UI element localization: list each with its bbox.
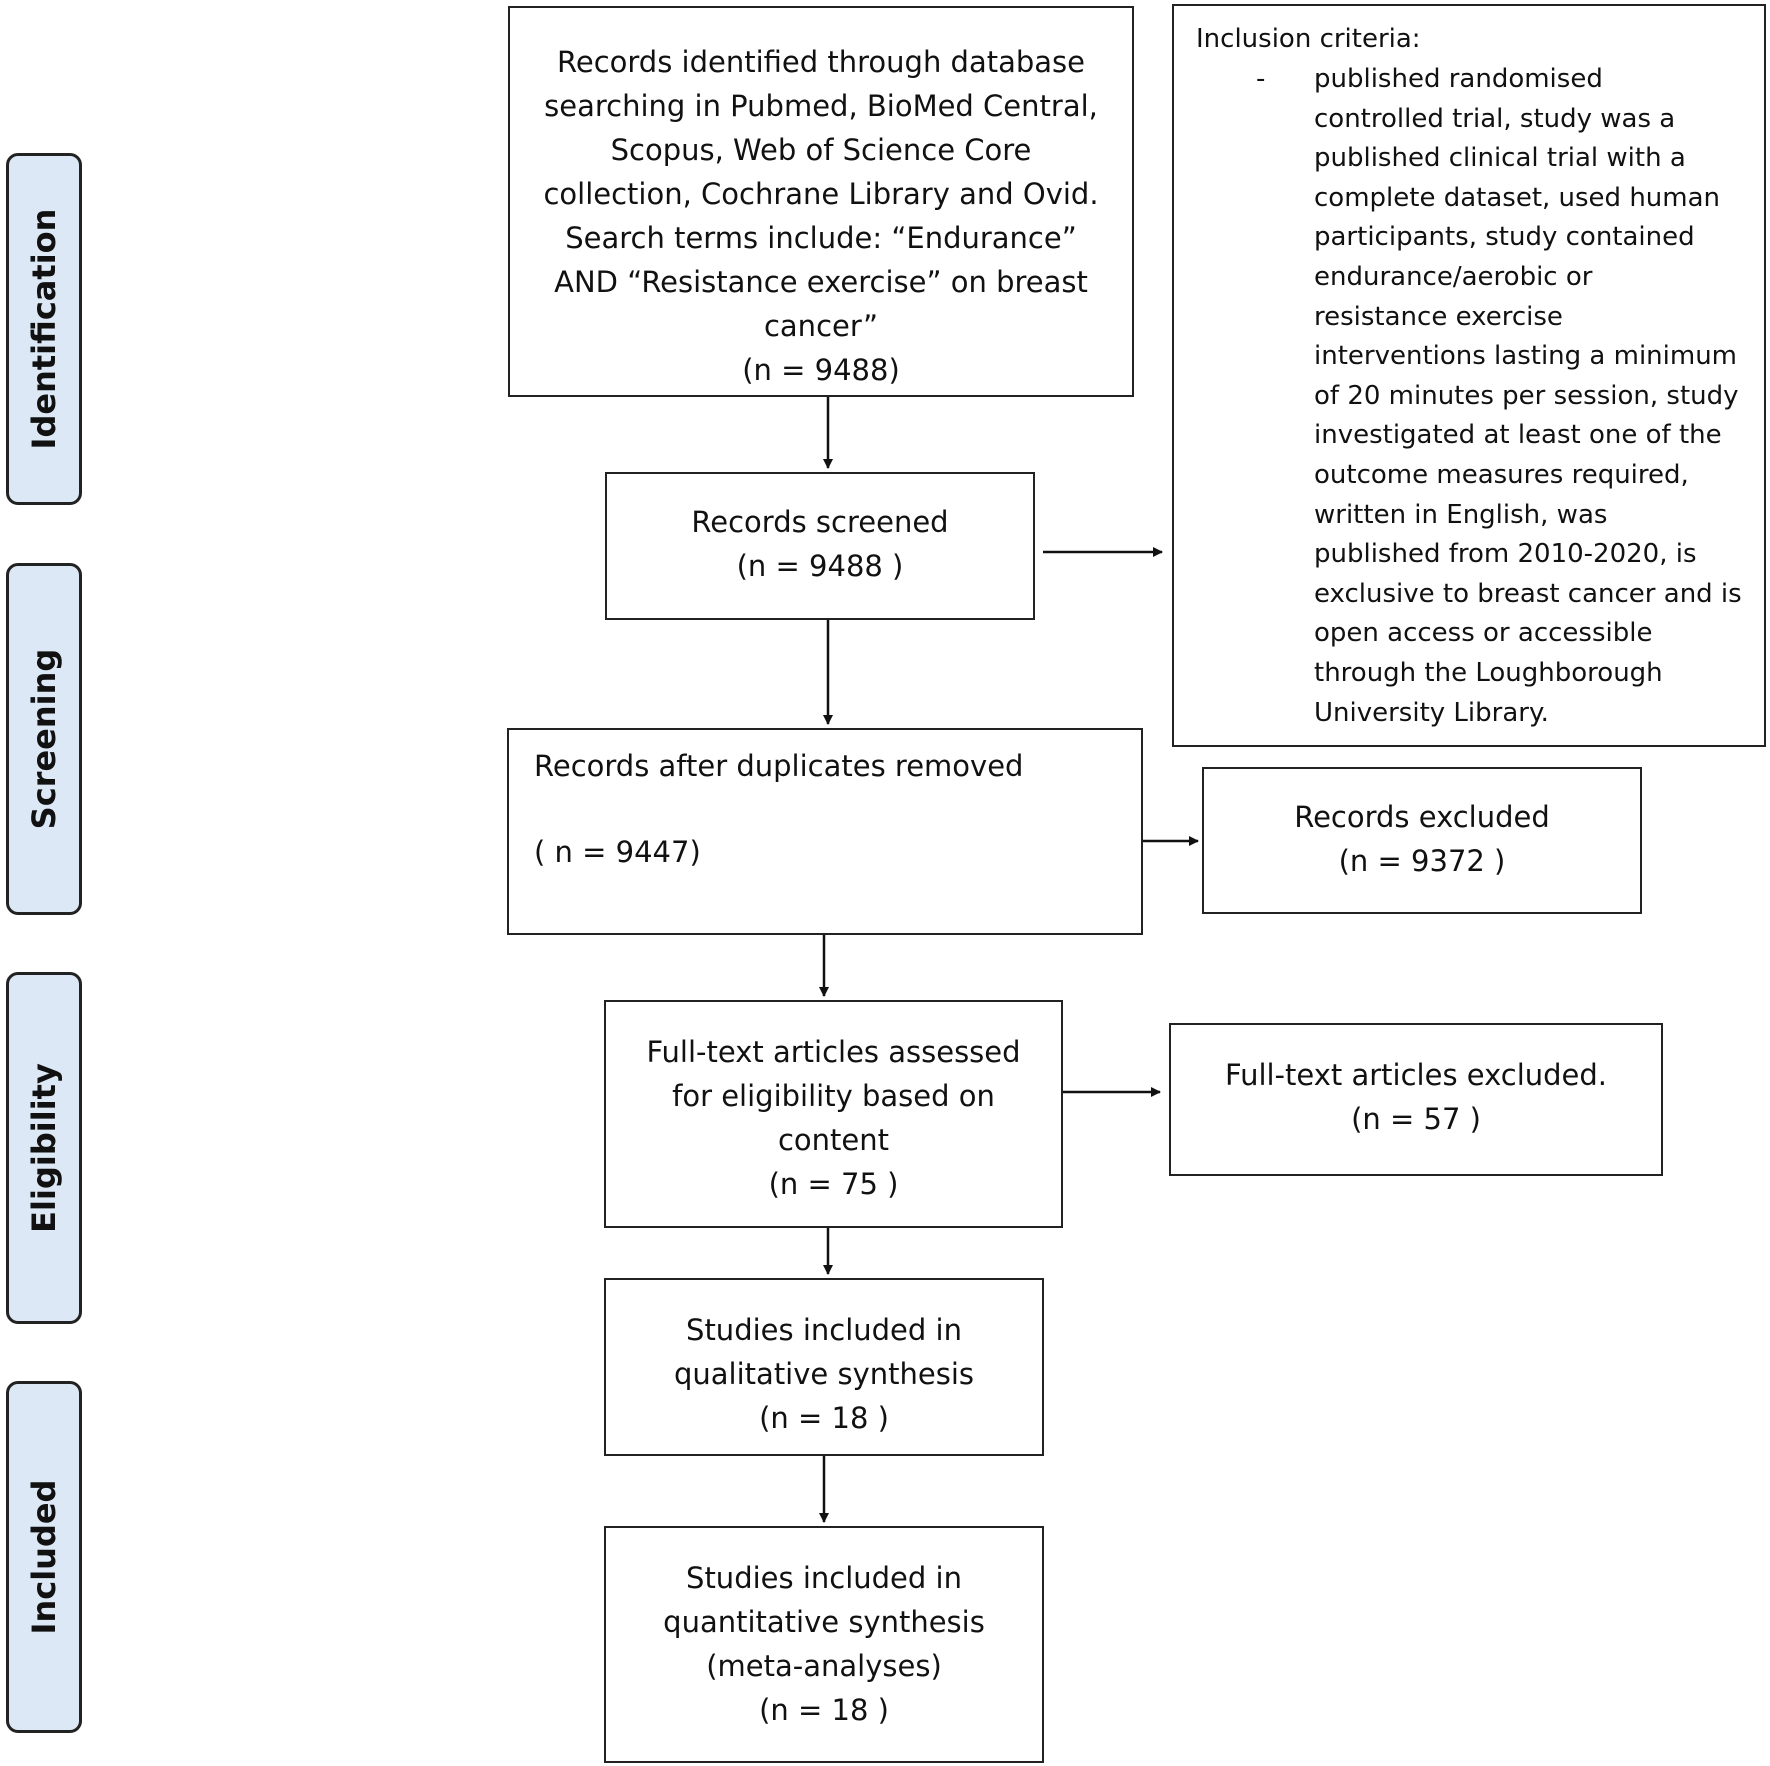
box-line: AND “Resistance exercise” on breast	[554, 265, 1088, 299]
box-line: Records excluded	[1294, 800, 1550, 834]
box-line: content	[777, 1123, 890, 1157]
criteria-line: open access or accessible	[1314, 618, 1653, 649]
box-count: (n = 75 )	[768, 1167, 899, 1201]
stage-included: Included	[6, 1381, 82, 1733]
box-count: (n = 9488 )	[736, 549, 904, 583]
box-count: ( n = 9447)	[534, 835, 701, 869]
criteria-line: endurance/aerobic or	[1314, 261, 1593, 292]
criteria-line: written in English, was	[1314, 499, 1608, 530]
criteria-line: published clinical trial with a	[1314, 143, 1686, 174]
criteria-line: resistance exercise	[1314, 301, 1563, 332]
qualitative-synthesis-box: Studies included in qualitative synthesi…	[604, 1278, 1044, 1456]
box-line: qualitative synthesis	[674, 1357, 974, 1391]
box-line: Search terms include: “Endurance”	[565, 221, 1077, 255]
duplicates-removed-box: Records after duplicates removed ( n = 9…	[507, 728, 1143, 935]
box-line: Records identified through database	[557, 45, 1085, 79]
fulltext-assessed-box: Full-text articles assessed for eligibil…	[604, 1000, 1063, 1228]
box-line: searching in Pubmed, BioMed Central,	[544, 89, 1098, 123]
criteria-line: complete dataset, used human	[1314, 182, 1721, 213]
box-line: Full-text articles assessed	[646, 1035, 1021, 1069]
box-count: (n = 18 )	[759, 1693, 889, 1727]
box-line: Records after duplicates removed	[534, 749, 1024, 783]
records-identified-box: Records identified through database sear…	[508, 6, 1134, 397]
box-count: (n = 57 )	[1351, 1102, 1481, 1136]
bullet-dash: -	[1256, 64, 1266, 94]
criteria-line: published randomised	[1314, 64, 1603, 94]
criteria-line: outcome measures required,	[1314, 459, 1689, 490]
criteria-line: University Library.	[1314, 697, 1549, 728]
criteria-line: of 20 minutes per session, study	[1314, 380, 1739, 411]
inclusion-criteria-text: published randomised controlled trial, s…	[1314, 60, 1742, 733]
box-line: (meta-analyses)	[706, 1649, 942, 1683]
box-line: for eligibility based on	[672, 1079, 995, 1113]
box-line: Full-text articles excluded.	[1224, 1058, 1608, 1092]
stage-identification: Identification	[6, 153, 82, 505]
criteria-line: controlled trial, study was a	[1314, 103, 1676, 134]
box-line: cancer”	[763, 309, 879, 343]
fulltext-excluded-box: Full-text articles excluded. (n = 57 )	[1169, 1023, 1663, 1176]
criteria-line: investigated at least one of the	[1314, 420, 1722, 451]
box-line: collection, Cochrane Library and Ovid.	[543, 177, 1099, 211]
inclusion-criteria-title: Inclusion criteria:	[1196, 24, 1421, 54]
criteria-line: published from 2010-2020, is	[1314, 539, 1697, 570]
box-line: Studies included in	[686, 1561, 962, 1595]
box-line: quantitative synthesis	[663, 1605, 985, 1639]
criteria-line: interventions lasting a minimum	[1314, 341, 1738, 372]
box-line: Studies included in	[686, 1313, 962, 1347]
box-count: (n = 18 )	[759, 1401, 889, 1435]
records-excluded-box: Records excluded (n = 9372 )	[1202, 767, 1642, 914]
box-count: (n = 9372 )	[1338, 844, 1506, 878]
criteria-line: participants, study contained	[1314, 222, 1695, 253]
criteria-line: exclusive to breast cancer and is	[1314, 578, 1742, 609]
box-count: (n = 9488)	[742, 353, 900, 387]
inclusion-criteria-box: Inclusion criteria: - published randomis…	[1172, 4, 1766, 747]
records-screened-box: Records screened (n = 9488 )	[605, 472, 1035, 620]
box-line: Scopus, Web of Science Core	[610, 133, 1032, 167]
stage-eligibility: Eligibility	[6, 972, 82, 1324]
box-line: Records screened	[691, 505, 949, 539]
quantitative-synthesis-box: Studies included in quantitative synthes…	[604, 1526, 1044, 1763]
criteria-line: through the Loughborough	[1314, 657, 1663, 688]
stage-screening: Screening	[6, 563, 82, 915]
